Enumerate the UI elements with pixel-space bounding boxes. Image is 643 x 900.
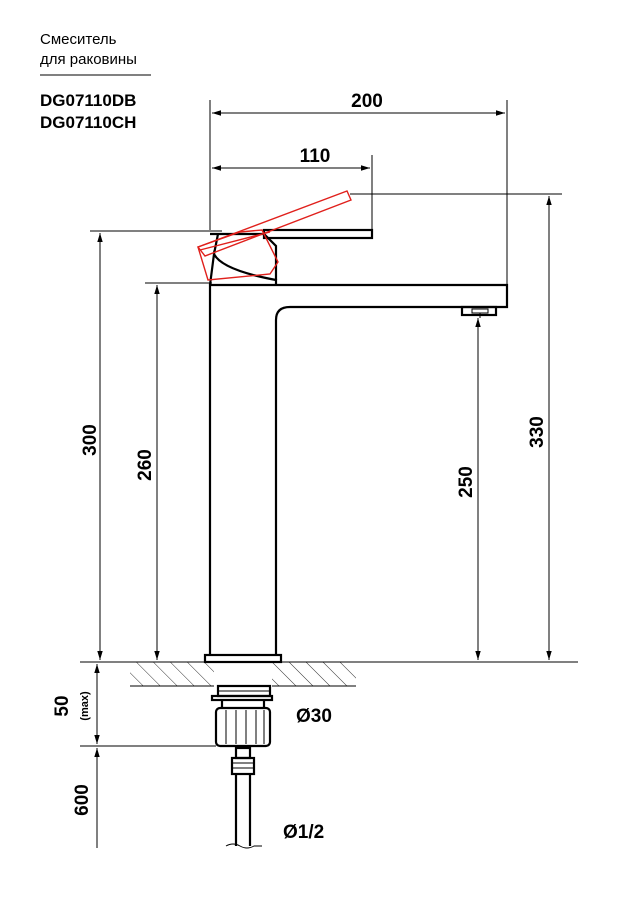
countertop xyxy=(130,660,356,690)
title-line-1: Смеситель xyxy=(40,31,117,48)
dim-label-mount-diameter: Ø30 xyxy=(296,706,332,727)
dim-label-mount-thickness: 50 xyxy=(52,695,73,716)
dim-label-thread-diameter: Ø1/2 xyxy=(283,822,324,843)
model-number-1: DG07110DB xyxy=(40,91,136,110)
dim-label-mount-thickness-note: (max) xyxy=(79,691,91,721)
dim-label-overall-reach: 200 xyxy=(351,91,383,112)
dim-label-outlet-height: 250 xyxy=(456,466,477,498)
dim-label-body-height: 300 xyxy=(80,424,101,456)
supply-hose xyxy=(225,746,262,849)
extension-lines xyxy=(80,100,578,747)
raised-handle-outline xyxy=(196,190,352,281)
faucet-handle xyxy=(208,228,374,286)
dim-label-spout-height: 260 xyxy=(135,449,156,481)
mounting-nut xyxy=(210,684,274,748)
dimension-lines xyxy=(94,110,552,848)
model-number-2: DG07110CH xyxy=(40,113,136,132)
dim-label-handle-reach: 110 xyxy=(300,146,331,167)
dim-label-raised-height: 330 xyxy=(527,416,548,448)
title-line-2: для раковины xyxy=(40,51,137,68)
dim-label-hose-length: 600 xyxy=(72,784,93,816)
